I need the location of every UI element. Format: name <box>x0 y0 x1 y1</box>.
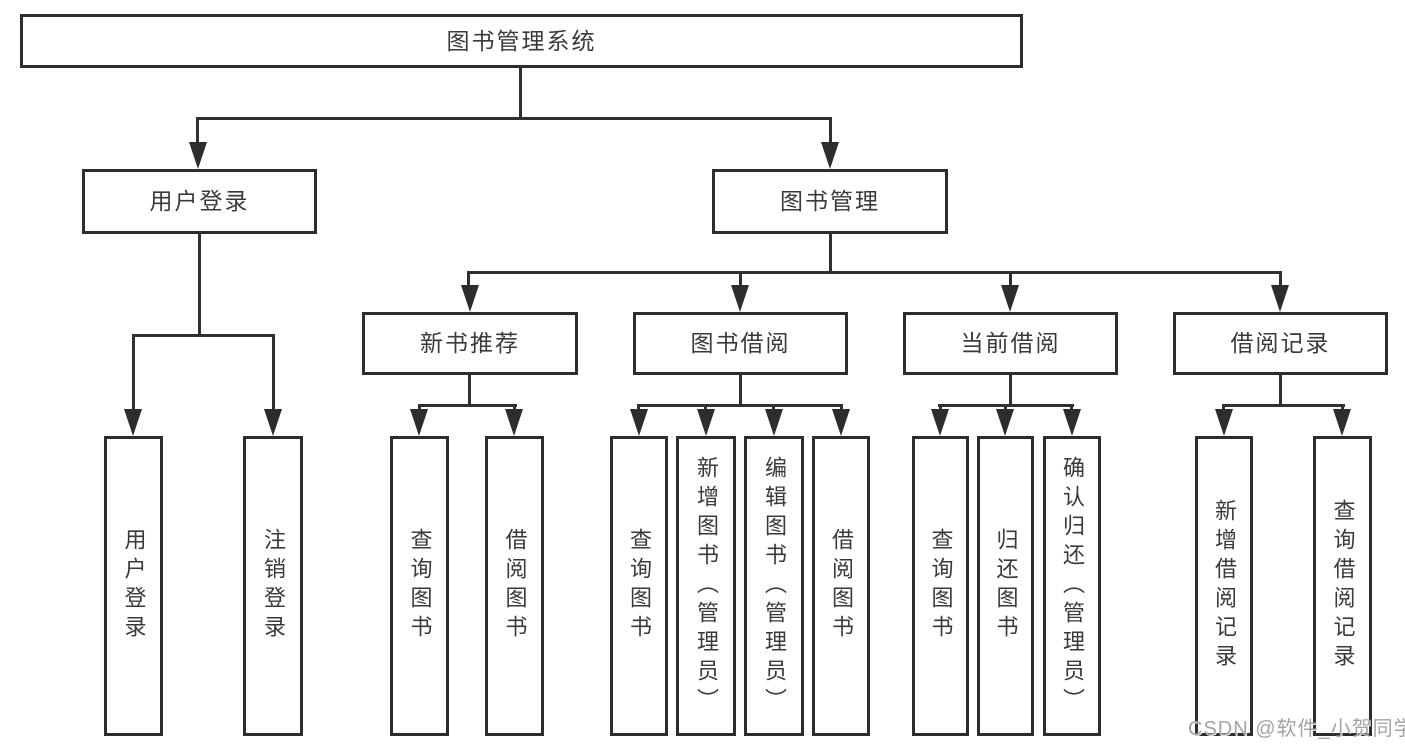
node-label: 图书管理 <box>780 188 880 214</box>
leaf-label: 查询借阅记录 <box>1330 499 1356 673</box>
leaf-confirm-return-admin: 确认归还（管理员） <box>1043 436 1101 736</box>
leaf-label: 注销登录 <box>261 528 286 644</box>
leaf-query-books-recommend: 查询图书 <box>390 436 449 736</box>
arrow-down-icon <box>821 142 839 169</box>
leaf-borrow-books-recommend: 借阅图书 <box>485 436 544 736</box>
arrow-down-icon <box>630 409 648 436</box>
connector-line <box>198 232 201 337</box>
node-label: 当前借阅 <box>960 330 1061 356</box>
leaf-label: 借阅图书 <box>502 528 528 644</box>
connector-line <box>829 117 832 145</box>
arrow-down-icon <box>996 409 1014 436</box>
leaf-label: 确认归还（管理员） <box>1060 455 1085 717</box>
leaf-return-book: 归还图书 <box>977 436 1034 736</box>
connector-line <box>196 117 199 145</box>
arrow-down-icon <box>410 409 428 436</box>
leaf-label: 查询图书 <box>928 528 954 644</box>
connector-line <box>468 373 471 406</box>
connector-line <box>1222 404 1345 407</box>
arrow-down-icon <box>264 409 282 436</box>
connector-line <box>519 66 522 120</box>
arrow-down-icon <box>1215 409 1233 436</box>
leaf-label: 借阅图书 <box>829 528 854 644</box>
node-borrowing-records: 借阅记录 <box>1173 312 1388 375</box>
leaf-add-book-admin: 新增图书（管理员） <box>676 436 736 736</box>
leaf-query-books-borrowing: 查询图书 <box>610 436 668 736</box>
leaf-label: 归还图书 <box>993 528 1019 644</box>
node-label: 用户登录 <box>149 188 250 214</box>
leaf-logout: 注销登录 <box>243 436 303 736</box>
connector-line <box>1279 271 1282 287</box>
arrow-down-icon <box>1001 285 1019 312</box>
connector-line <box>196 117 832 120</box>
connector-line <box>467 271 470 287</box>
arrow-down-icon <box>505 409 523 436</box>
node-current-borrowing: 当前借阅 <box>903 312 1118 375</box>
node-label: 图书借阅 <box>690 330 791 356</box>
connector-line <box>132 334 135 410</box>
leaf-label: 查询图书 <box>627 528 652 644</box>
connector-line <box>418 404 517 407</box>
leaf-label: 查询图书 <box>407 528 433 644</box>
leaf-query-borrow-record: 查询借阅记录 <box>1313 436 1372 736</box>
arrow-down-icon <box>461 285 479 312</box>
csdn-watermark: CSDN @软件_小贺同学 <box>1188 718 1405 740</box>
leaf-query-books-current: 查询图书 <box>912 436 969 736</box>
leaf-add-borrow-record: 新增借阅记录 <box>1195 436 1253 736</box>
arrow-down-icon <box>1271 285 1289 312</box>
arrow-down-icon <box>1333 409 1351 436</box>
arrow-down-icon <box>697 409 715 436</box>
arrow-down-icon <box>189 142 207 169</box>
connector-line <box>739 271 742 287</box>
connector-line <box>1279 373 1282 406</box>
connector-line <box>1009 271 1012 287</box>
connector-line <box>829 232 832 274</box>
node-user-login: 用户登录 <box>82 169 317 234</box>
arrow-down-icon <box>832 409 850 436</box>
arrow-down-icon <box>931 409 949 436</box>
arrow-down-icon <box>731 285 749 312</box>
leaf-edit-book-admin: 编辑图书（管理员） <box>744 436 804 736</box>
node-label: 借阅记录 <box>1230 330 1331 356</box>
node-new-book-recommend: 新书推荐 <box>362 312 578 375</box>
leaf-label: 新增图书（管理员） <box>694 455 719 717</box>
node-library-system: 图书管理系统 <box>20 14 1023 68</box>
connector-line <box>132 334 275 337</box>
node-label: 新书推荐 <box>420 330 520 356</box>
connector-line <box>272 334 275 410</box>
connector-line <box>739 373 742 406</box>
node-book-management: 图书管理 <box>712 169 948 234</box>
node-book-borrowing: 图书借阅 <box>633 312 848 375</box>
arrow-down-icon <box>1063 409 1081 436</box>
leaf-user-login: 用户登录 <box>104 436 163 736</box>
connector-line <box>467 271 1282 274</box>
leaf-label: 用户登录 <box>121 528 147 644</box>
connector-line <box>1009 373 1012 406</box>
arrow-down-icon <box>765 409 783 436</box>
leaf-label: 编辑图书（管理员） <box>762 455 787 717</box>
arrow-down-icon <box>124 409 142 436</box>
node-label: 图书管理系统 <box>446 27 597 54</box>
connector-line <box>637 404 843 407</box>
leaf-borrow-books-borrowing: 借阅图书 <box>812 436 870 736</box>
leaf-label: 新增借阅记录 <box>1212 499 1237 673</box>
